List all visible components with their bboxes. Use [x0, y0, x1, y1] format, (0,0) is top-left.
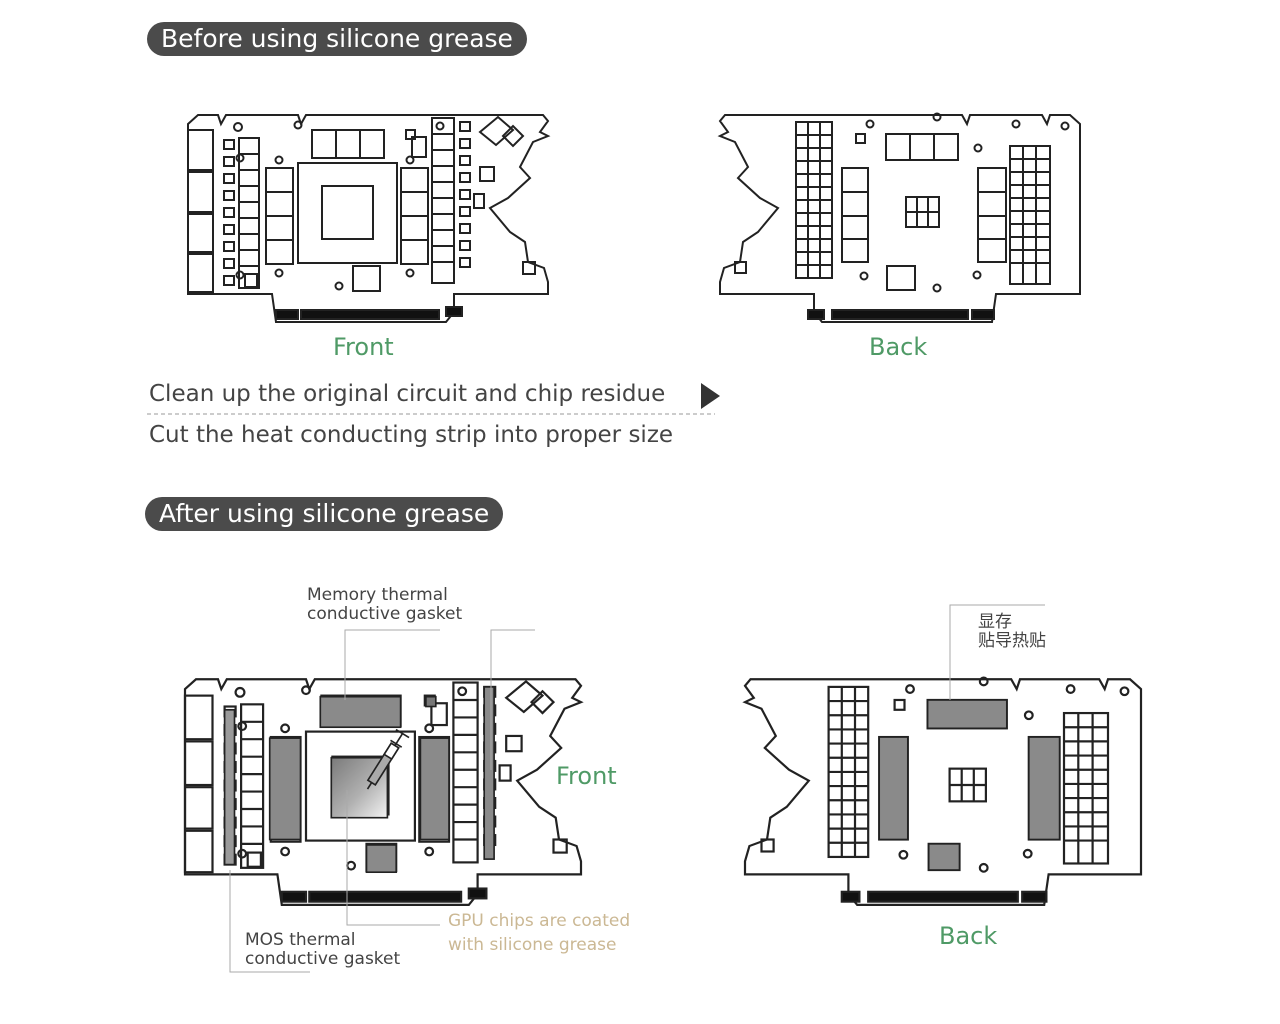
gpu-grease-line2: with silicone grease — [448, 935, 617, 955]
mos-leader — [229, 870, 310, 973]
gpu-grease-label: GPU chips are coated with silicone greas… — [448, 909, 630, 957]
memory-pad-right — [419, 737, 450, 841]
mos-pad-left — [223, 708, 236, 866]
memory-right-leader — [490, 629, 535, 770]
memory-pad-left — [268, 737, 302, 841]
step-clean-up: Clean up the original circuit and chip r… — [149, 381, 666, 407]
arrow-right-icon — [701, 383, 720, 409]
front-label-before: Front — [333, 333, 394, 361]
back-memory-pad-right — [1027, 736, 1061, 841]
front-board-after — [185, 679, 581, 905]
gpu-grease-line1: GPU chips are coated — [448, 911, 631, 931]
back-label-after: Back — [939, 922, 998, 950]
mos-pad-right — [483, 686, 495, 860]
small-chip-pad — [365, 844, 398, 874]
back-board-before — [720, 114, 1080, 323]
back-memory-leader — [949, 604, 1045, 700]
step-cut-strip: Cut the heat conducting strip into prope… — [149, 422, 674, 448]
front-board-before — [188, 115, 548, 322]
memory-gasket-line2: conductive gasket — [307, 604, 463, 624]
before-section-title: Before using silicone grease — [147, 22, 527, 56]
back-memory-pad-top — [926, 699, 1008, 730]
memory-gasket-label: Memory thermal conductive gasket — [307, 586, 462, 624]
back-memory-line2: 贴导热贴 — [978, 631, 1046, 651]
back-label-before: Back — [869, 333, 928, 361]
back-memory-label-cn: 显存 贴导热贴 — [978, 613, 1046, 651]
back-memory-line1: 显存 — [978, 612, 1012, 632]
memory-leader — [344, 629, 440, 700]
leader-lines — [229, 604, 1045, 973]
front-label-after: Front — [556, 762, 617, 790]
memory-pad-top — [319, 695, 402, 729]
memory-gasket-line1: Memory thermal — [307, 585, 448, 605]
mos-gasket-line2: conductive gasket — [245, 949, 401, 969]
back-board-after — [745, 678, 1141, 905]
gpu-leader — [346, 790, 440, 926]
after-section-title: After using silicone grease — [145, 497, 504, 531]
mos-gasket-line1: MOS thermal — [245, 930, 356, 950]
syringe-icon — [366, 728, 410, 790]
mos-gasket-label: MOS thermal conductive gasket — [245, 931, 400, 969]
back-chip-pad — [927, 843, 961, 871]
back-memory-pad-left — [878, 736, 909, 841]
